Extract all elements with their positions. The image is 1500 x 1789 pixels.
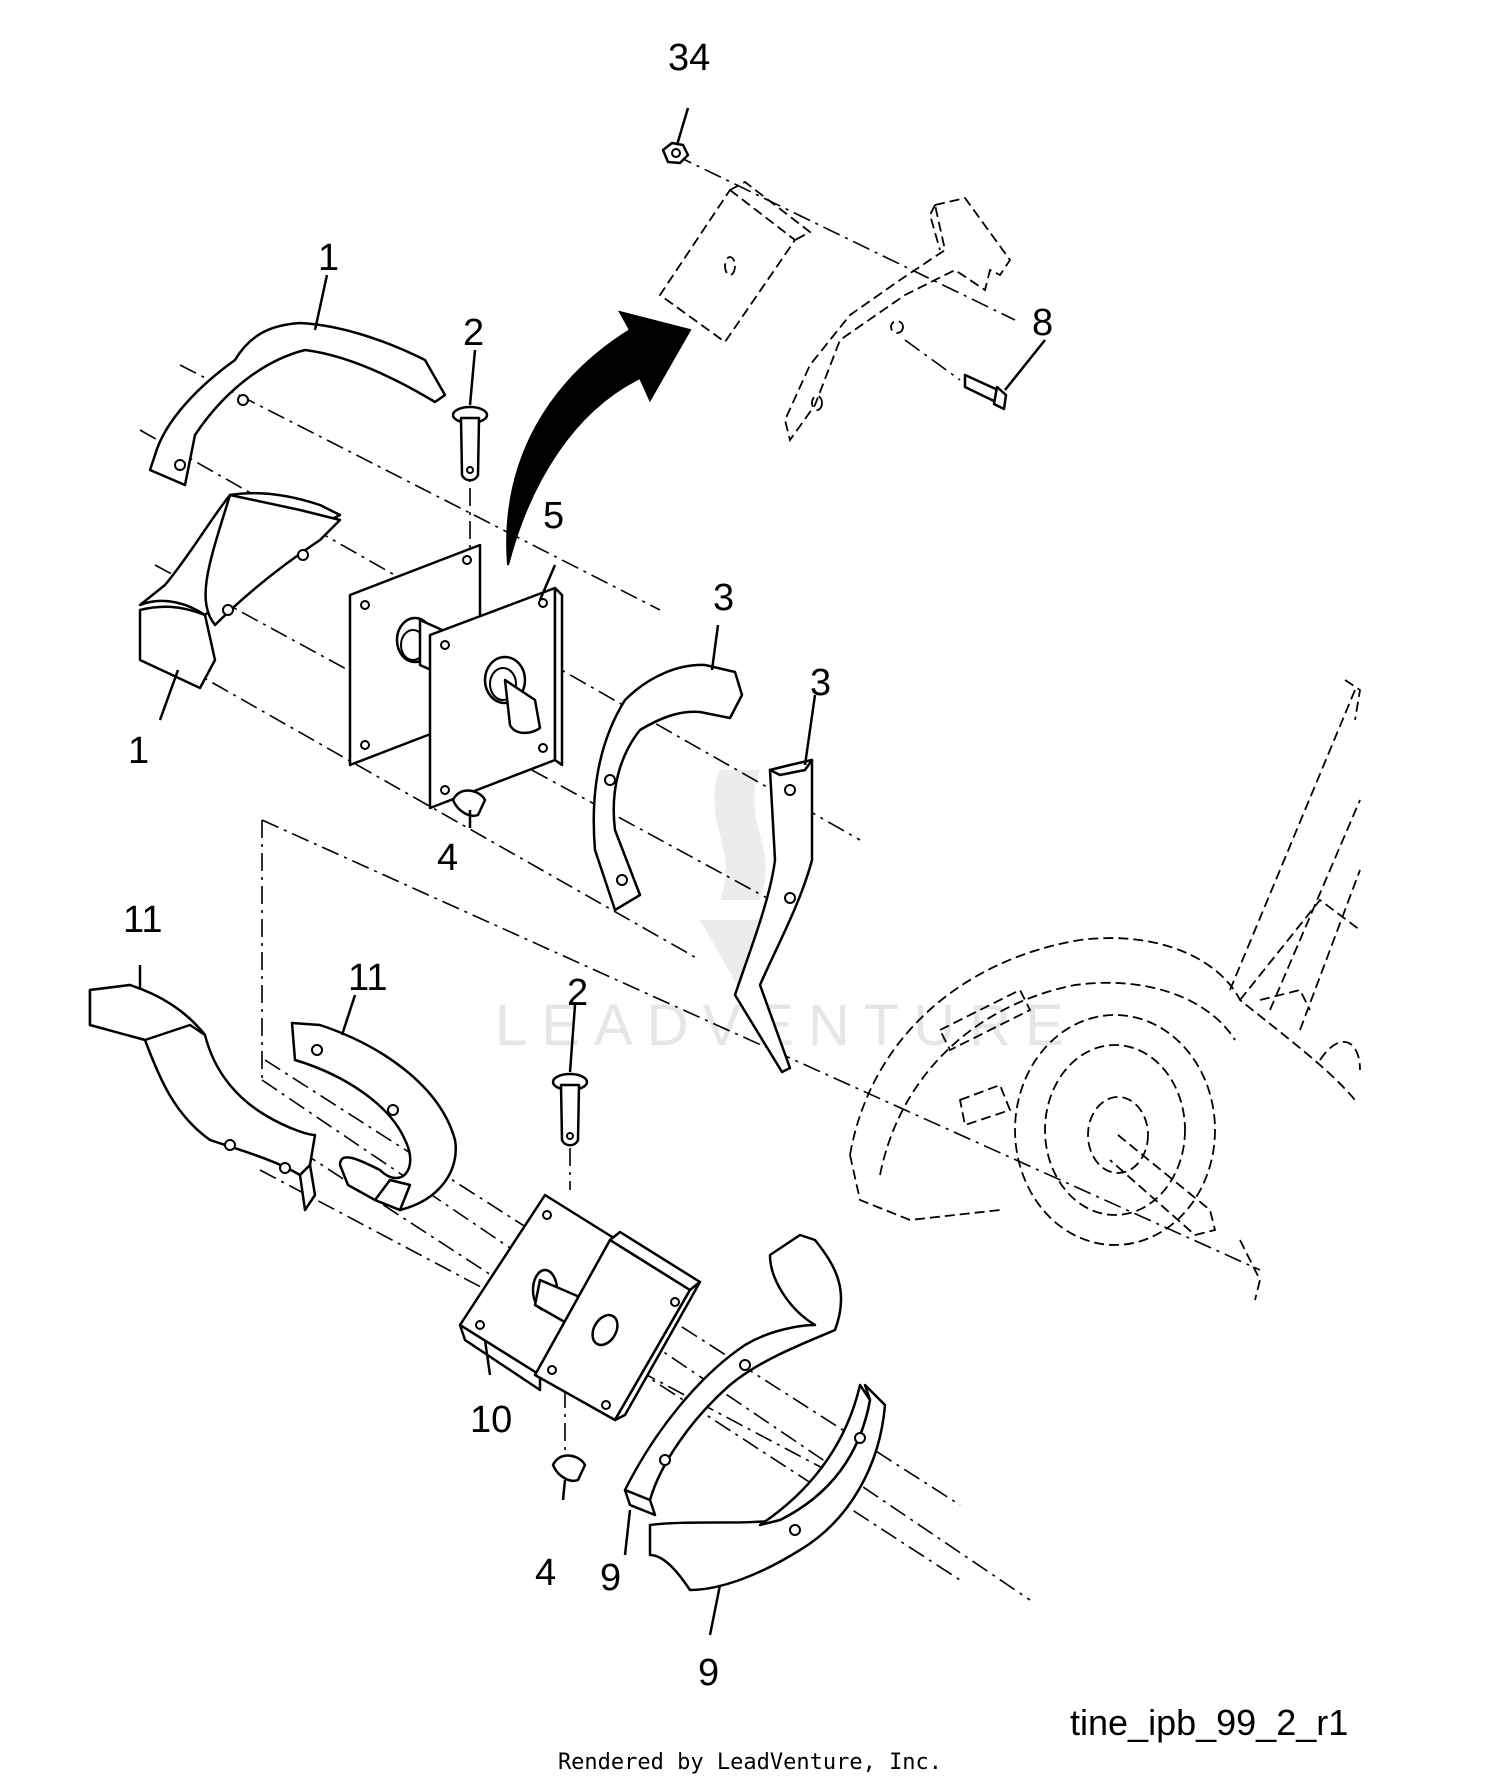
tine-lower-left-rear xyxy=(290,1021,457,1212)
callout-34: 34 xyxy=(668,37,710,79)
callout-9-upper: 9 xyxy=(600,1557,621,1599)
callouts: 34 8 1 2 5 1 3 3 4 11 11 2 10 4 9 9 xyxy=(123,37,1053,1694)
callout-4-lower: 4 xyxy=(535,1552,556,1594)
render-credit: Rendered by LeadVenture, Inc. xyxy=(557,1750,943,1775)
detail-arrow-icon xyxy=(506,310,692,566)
hairpin-clip-upper xyxy=(451,789,487,817)
detail-plate-ghost xyxy=(658,180,812,344)
callout-4-upper: 4 xyxy=(437,837,458,879)
tine-lower-right-rear xyxy=(648,1383,887,1592)
hub-plate-front xyxy=(428,586,564,810)
callout-2-lower: 2 xyxy=(567,972,588,1014)
callout-3-upper: 3 xyxy=(713,577,734,619)
callout-11-right: 11 xyxy=(348,957,387,999)
tine-upper-left-rear xyxy=(138,491,342,690)
tine-lower-left-front xyxy=(88,983,317,1212)
callout-8: 8 xyxy=(1032,302,1053,344)
hub-plate-lower-front xyxy=(533,1230,702,1422)
callout-10: 10 xyxy=(470,1399,512,1441)
callout-1-upper: 1 xyxy=(318,237,339,279)
tine-upper-right-front xyxy=(592,663,744,912)
detail-tine-ghost xyxy=(784,196,1012,443)
bolt xyxy=(963,373,1008,411)
leader-lines xyxy=(138,107,1046,1636)
callout-9-lower: 9 xyxy=(698,1652,719,1694)
tine-lower-right-front xyxy=(623,1233,843,1517)
clevis-pin-upper xyxy=(451,405,489,482)
tine-upper-left-front xyxy=(148,321,447,487)
tine-upper-right-rear xyxy=(733,758,814,1074)
callout-3-lower: 3 xyxy=(810,662,831,704)
callout-5: 5 xyxy=(543,495,564,537)
figure-code-label: tine_ipb_99_2_r1 xyxy=(1070,1702,1349,1743)
tiller-housing-ghost xyxy=(849,679,1361,1301)
hex-nut xyxy=(661,141,690,165)
callout-1-lower: 1 xyxy=(128,730,149,772)
callout-11-left: 11 xyxy=(123,899,162,941)
clevis-pin-lower xyxy=(551,1072,589,1147)
callout-2-upper: 2 xyxy=(463,312,484,354)
hairpin-clip-lower xyxy=(551,1454,587,1482)
